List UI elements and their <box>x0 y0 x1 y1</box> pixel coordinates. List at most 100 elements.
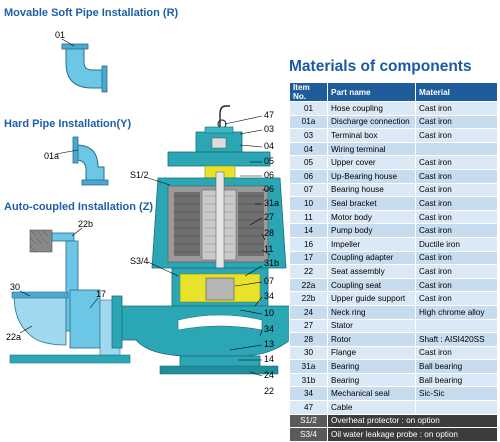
cell-item-no: 28 <box>289 332 328 347</box>
callout-s3-4: S3/4 <box>130 256 149 266</box>
cell-item-no: 22a <box>289 277 328 293</box>
callout-01: 01 <box>55 30 65 40</box>
callout-22a: 22a <box>6 332 21 342</box>
cell-part-name: Upper guide support <box>327 291 416 306</box>
pump-cross-section <box>111 105 291 375</box>
movable-installation-title: Movable Soft Pipe Installation (R) <box>4 7 179 19</box>
callout-10: 10 <box>264 308 274 318</box>
callout-31b: 31b <box>264 258 279 268</box>
cell-item-no: 01a <box>289 114 328 130</box>
callout-34-lower: 34 <box>264 324 274 334</box>
cell-item-no: 31b <box>289 372 328 388</box>
cell-part-name: Neck ring <box>327 304 416 320</box>
callout-11: 11 <box>264 244 273 254</box>
callout-s1-2: S1/2 <box>130 170 149 180</box>
callout-07: 07 <box>264 276 274 286</box>
callout-31a: 31a <box>264 198 279 208</box>
cell-material: High chrome alloy <box>415 304 498 320</box>
auto-coupled-installation-title: Auto-coupled Installation (Z) <box>4 201 154 213</box>
cell-material: Cast iron <box>415 168 498 184</box>
callout-06-upper: 06 <box>264 170 274 180</box>
callout-22: 22 <box>264 386 274 396</box>
cell-part-name: Impeller <box>327 236 416 252</box>
cell-material: Ductile iron <box>415 236 498 252</box>
callout-17: 17 <box>96 289 106 299</box>
cell-item-no: 06 <box>289 168 328 184</box>
cell-material: Cast iron <box>415 209 498 225</box>
cell-part-name: Cable <box>327 400 416 415</box>
auto-coupled-assembly <box>9 229 131 364</box>
callout-14: 14 <box>264 354 274 364</box>
cell-part-name: Upper cover <box>327 155 416 170</box>
cell-material: Cast iron <box>415 182 498 198</box>
cell-part-name: Seat assembly <box>327 264 416 279</box>
materials-title: Materials of components <box>289 58 472 75</box>
cell-item-no: 24 <box>289 304 328 320</box>
cell-material: Cast iron <box>415 291 498 306</box>
cell-item-no: 11 <box>289 209 328 225</box>
cell-part-name: Coupling seat <box>327 277 416 293</box>
cell-item-no: 16 <box>289 236 328 252</box>
cell-part-name: Discharge connection <box>327 114 416 130</box>
cell-material: Cast iron <box>415 196 498 211</box>
cell-part-name: Pump body <box>327 223 416 238</box>
discharge-connection-elbow <box>72 136 109 186</box>
callout-03: 03 <box>264 124 274 134</box>
cell-material: Cast iron <box>415 155 498 170</box>
cell-material <box>415 318 498 334</box>
pump-diagram: 01 01a 22b 30 17 22a <box>6 30 291 396</box>
callout-05: 05 <box>264 156 274 166</box>
cell-part-name: Wiring terminal <box>327 141 416 157</box>
cell-part-name: Mechanical seal <box>327 386 416 402</box>
pump-leader-lines <box>147 115 271 377</box>
cell-item-no: 04 <box>289 141 328 157</box>
cell-material: Cast iron <box>415 114 498 130</box>
callout-04: 04 <box>264 141 274 151</box>
cell-item-no: 31a <box>289 359 328 374</box>
cell-item-no: 10 <box>289 196 328 211</box>
cell-part-name: Bearing <box>327 359 416 374</box>
hose-coupling-elbow <box>61 43 108 93</box>
cell-part-name: Seal bracket <box>327 196 416 211</box>
callout-47: 47 <box>264 110 274 120</box>
callout-27: 27 <box>264 212 274 222</box>
option-description: Oil water leakage probe : on option <box>327 427 498 442</box>
cell-material: Cast iron <box>415 345 498 361</box>
cell-material: Ball bearing <box>415 359 498 374</box>
callout-22b: 22b <box>78 219 93 229</box>
option-description: Overheat protector : on option <box>327 413 498 429</box>
cell-item-no: 03 <box>289 128 328 143</box>
option-code: S3/4 <box>289 427 328 442</box>
cell-material: Cast iron <box>415 101 498 116</box>
cell-part-name: Flange <box>327 345 416 361</box>
cell-part-name: Bearing <box>327 372 416 388</box>
cell-item-no: 05 <box>289 155 328 170</box>
cell-part-name: Bearing house <box>327 182 416 198</box>
cell-material: Ball bearing <box>415 372 498 388</box>
cell-item-no: 47 <box>289 400 328 415</box>
header-item-no: Item No. <box>289 82 328 102</box>
cell-material: Cast iron <box>415 223 498 238</box>
